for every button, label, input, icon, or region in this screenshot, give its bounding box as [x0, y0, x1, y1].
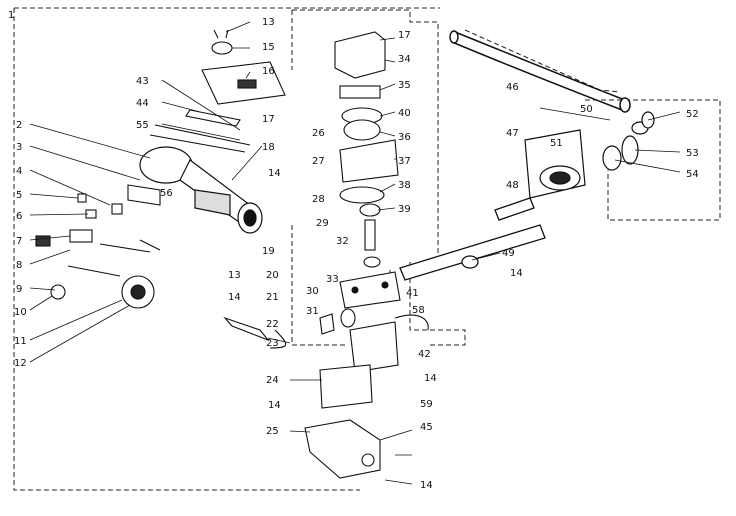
callout-6: 6: [16, 211, 22, 222]
valve-assembly: [319, 31, 401, 335]
callout-12: 12: [14, 358, 27, 369]
callout-13-mid: 13: [228, 270, 241, 281]
callout-3: 3: [16, 142, 22, 153]
callout-56: 56: [160, 188, 173, 199]
callout-2: 2: [16, 120, 22, 131]
lower-brackets: [223, 314, 429, 479]
callout-14-f: 14: [420, 480, 433, 491]
callout-42: 42: [418, 349, 431, 360]
callout-labels: 1 2 3 4 5 56 6 7 8 9 10 11 12 13 13 14 1…: [8, 10, 699, 491]
callout-46: 46: [506, 82, 519, 93]
regulator-47: [524, 129, 586, 199]
callout-34: 34: [398, 54, 411, 65]
callout-54: 54: [686, 169, 699, 180]
callout-8: 8: [16, 260, 22, 271]
callout-27: 27: [312, 156, 325, 167]
callout-32: 32: [336, 236, 349, 247]
callout-41: 41: [406, 288, 419, 299]
callout-20: 20: [266, 270, 279, 281]
callout-9: 9: [16, 284, 22, 295]
callout-22: 22: [266, 319, 279, 330]
callout-13-top: 13: [262, 17, 275, 28]
callout-47: 47: [506, 128, 519, 139]
callout-14-e: 14: [268, 400, 281, 411]
callout-26: 26: [312, 128, 325, 139]
pipe-46: [449, 30, 631, 113]
callout-14-d: 14: [424, 373, 437, 384]
callout-31: 31: [306, 306, 319, 317]
callout-23: 23: [266, 338, 279, 349]
callout-25: 25: [266, 426, 279, 437]
callout-48: 48: [506, 180, 519, 191]
fittings-50-54: [602, 111, 655, 171]
callout-28: 28: [312, 194, 325, 205]
callout-36: 36: [398, 132, 411, 143]
callout-38: 38: [398, 180, 411, 191]
callout-55: 55: [136, 120, 149, 131]
leader-lines: [29, 21, 681, 485]
gas-pipe-49: [399, 197, 546, 281]
callout-37: 37: [398, 156, 411, 167]
callout-33: 33: [326, 274, 339, 285]
burner-venturi-2: [139, 146, 263, 234]
callout-50: 50: [580, 104, 593, 115]
callout-24: 24: [266, 375, 279, 386]
callout-39: 39: [398, 204, 411, 215]
small-parts-left: [35, 184, 161, 309]
callout-59: 59: [420, 399, 433, 410]
callout-14-b: 14: [228, 292, 241, 303]
callout-45: 45: [420, 422, 433, 433]
callout-43: 43: [136, 76, 149, 87]
callout-52: 52: [686, 109, 699, 120]
callout-21: 21: [266, 292, 279, 303]
callout-53: 53: [686, 148, 699, 159]
callout-14-c: 14: [510, 268, 523, 279]
callout-35: 35: [398, 80, 411, 91]
callout-49: 49: [502, 248, 515, 259]
callout-5: 5: [16, 190, 22, 201]
callout-4: 4: [16, 166, 22, 177]
callout-7: 7: [16, 236, 22, 247]
callout-58: 58: [412, 305, 425, 316]
callout-11: 11: [14, 336, 27, 347]
callout-51: 51: [550, 138, 563, 149]
callout-17-a: 17: [398, 30, 411, 41]
dashed-boundaries: [13, 7, 721, 491]
callout-29: 29: [316, 218, 329, 229]
callout-40: 40: [398, 108, 411, 119]
callout-1: 1: [8, 10, 14, 21]
callout-17-b: 17: [262, 114, 275, 125]
callout-15: 15: [262, 42, 275, 53]
callout-19: 19: [262, 246, 275, 257]
callout-16: 16: [262, 66, 275, 77]
top-bracket-parts: [149, 29, 286, 153]
callout-18: 18: [262, 142, 275, 153]
callout-30: 30: [306, 286, 319, 297]
callout-14-a: 14: [268, 168, 281, 179]
callout-44: 44: [136, 98, 149, 109]
callout-10: 10: [14, 307, 27, 318]
